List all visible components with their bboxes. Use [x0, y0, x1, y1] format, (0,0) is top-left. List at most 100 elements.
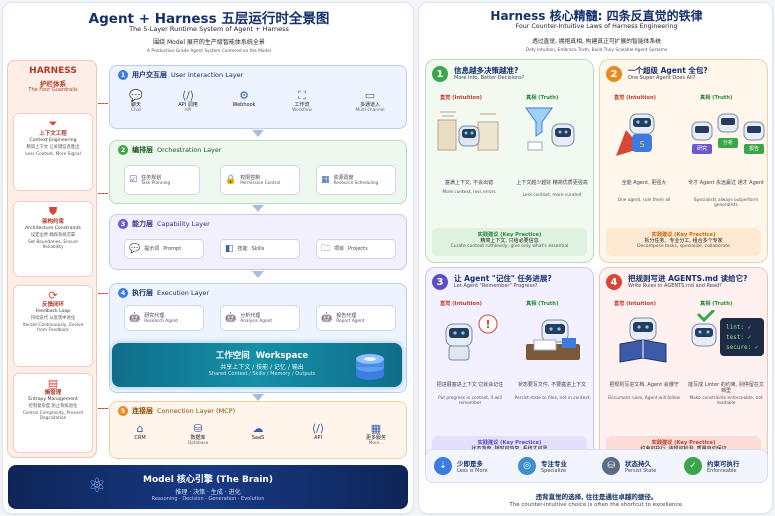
- scheduling-icon: ▦: [321, 175, 330, 185]
- law-card-4: 4 把规则写进 AGENTS.md 读给它? Write Rules in AG…: [599, 267, 768, 471]
- workspace-band: 工作空间 Workspace 共享上下文 / 技能 / 记忆 / 输出 Shar…: [112, 343, 402, 387]
- item-label-en: Task Planning: [141, 180, 171, 186]
- right-panel: Harness 核心精髓: 四条反直觉的铁律 Four Counter-Intu…: [418, 2, 773, 514]
- item-label: API: [314, 435, 322, 441]
- database-icon: ⛁: [193, 422, 203, 435]
- summary-label-en: Persist State: [625, 468, 657, 474]
- item-label: 多通道入: [359, 102, 380, 108]
- context-engineering-icon: ⏷: [48, 117, 58, 130]
- item-label-en: Projects: [348, 246, 368, 252]
- svg-text:S: S: [639, 140, 644, 149]
- workspace-title-en: Workspace: [255, 351, 309, 361]
- item-label-en: Prompt: [163, 246, 182, 252]
- item-label: 权限控制: [240, 174, 261, 181]
- skills-icon: ◧: [225, 244, 234, 254]
- footer-en: The counter-intuitive choice is often th…: [509, 502, 684, 508]
- item-label-en: Permission Control: [240, 180, 281, 186]
- law-subtitle: Let Agent "Remember" Progress?: [454, 283, 538, 289]
- left-subtitle-en2: A Production-Grade Agent System Centered…: [147, 49, 271, 54]
- persist-icon: ⛁: [602, 457, 620, 475]
- guardrail-connector: [98, 408, 108, 409]
- folder-icon: 🗀: [321, 244, 331, 254]
- left-subtitle-en: The 5-Layer Runtime System of Agent + Ha…: [129, 25, 289, 33]
- task-planning-icon: ☑: [129, 175, 138, 185]
- item-saas: ☁SaaS: [236, 422, 280, 442]
- layer-number: 4: [118, 288, 128, 298]
- kp-title: 实践建议 (Key Practice): [651, 440, 716, 446]
- layer-number: 1: [118, 70, 128, 80]
- shield-icon: ⛊: [48, 205, 58, 218]
- kp-text: 精简上下文, 只给必要信息: [480, 238, 539, 244]
- guardrail-label: 上下文工程: [39, 131, 67, 137]
- intuition-text-en: Document rules, Agent will follow: [607, 396, 681, 401]
- linter-robot-illustration: lint: ✓ test: ✓ secure: ✓: [690, 308, 766, 368]
- right-subtitle-en2: Defy Intuition, Embrace Truth, Build Tru…: [525, 48, 668, 53]
- item-label-en: Database: [187, 441, 209, 446]
- workspace-desc-en: Shared Context / Skills / Memory / Outpu…: [208, 371, 316, 377]
- prompt-icon: 💬: [129, 244, 141, 254]
- writing-robot-illustration: [518, 310, 588, 366]
- model-engine: ⚛ Model 核心引擎 (The Brain) 推理 · 决策 · 生成 · …: [8, 465, 408, 509]
- enforce-icon: ✓: [684, 457, 702, 475]
- item-label: 项目: [334, 246, 345, 252]
- item-label: API 调用: [178, 102, 198, 108]
- law-card-2: 2 一个超级 Agent 全包? One Super Agent Does Al…: [599, 59, 768, 263]
- law-number: 4: [606, 274, 622, 290]
- law-number: 2: [606, 66, 622, 82]
- item-label: 工作流: [294, 102, 310, 108]
- intuition-text-en: One agent, rule them all: [617, 198, 671, 203]
- item-label: 研究代理: [144, 312, 165, 319]
- guardrail-desc-en: Set Boundaries, Ensure Reliability: [27, 239, 79, 250]
- item-label: CRM: [134, 435, 146, 441]
- layer-title-cn: 能力层: [132, 220, 153, 228]
- guardrails-panel: HARNESS 护栏体系 The Four Guardrails ⏷ 上下文工程…: [7, 60, 97, 458]
- intuition-tag: 直觉 (Intuition): [440, 301, 483, 307]
- crm-icon: ⌂: [136, 422, 144, 435]
- law-title: 让 Agent "记住" 任务进展?: [454, 274, 552, 283]
- law-title: 把规则写进 AGENTS.md 读给它?: [628, 274, 748, 283]
- truth-tag: 真相 (Truth): [700, 301, 733, 307]
- guardrail-label: 架构约束: [41, 219, 64, 225]
- kp-title: 实践建议 (Key Practice): [651, 232, 716, 238]
- cloud-icon: ☁: [252, 422, 264, 435]
- model-desc-cn: 推理 · 决策 · 生成 · 进化: [175, 489, 241, 496]
- layer-title-en: Execution Layer: [157, 289, 210, 297]
- truth-text-en: Make constraints enforceable, not readab…: [689, 396, 763, 406]
- layer-title-en: User Interaction Layer: [171, 71, 244, 79]
- guardrail-label-en: Context Engineering: [29, 137, 77, 143]
- lint-line: test: ✓: [726, 334, 752, 341]
- workflow-icon: ⛶: [298, 89, 306, 102]
- guardrail-desc: 设定边界 确保系统可靠: [30, 232, 76, 238]
- workspace-title-cn: 工作空间: [215, 351, 250, 361]
- model-title: Model 核心引擎 (The Brain): [143, 475, 273, 485]
- reading-robot-illustration: [610, 310, 680, 366]
- layer-number: 3: [118, 219, 128, 229]
- intuition-text: 把进展塞进上下文 它就会记住: [436, 382, 504, 388]
- intuition-text-en: More context, less errors: [442, 190, 496, 195]
- layer-title-en: Orchestration Layer: [157, 146, 222, 154]
- workspace-title: 工作空间 Workspace: [172, 349, 352, 361]
- team-label: 报告: [748, 146, 759, 152]
- intuition-tag: 直觉 (Intuition): [440, 95, 483, 101]
- kp-text-en: Decompose tasks, specialize, collaborate: [637, 244, 730, 249]
- item-label: 更多服务: [365, 435, 386, 441]
- guardrail-context: ⏷ 上下文工程 Context Engineering 精简上下文 让关键信息胜…: [13, 113, 93, 191]
- intuition-text-en: Put progress in context, it will remembe…: [438, 396, 502, 406]
- item-label-en: Chat: [130, 108, 142, 113]
